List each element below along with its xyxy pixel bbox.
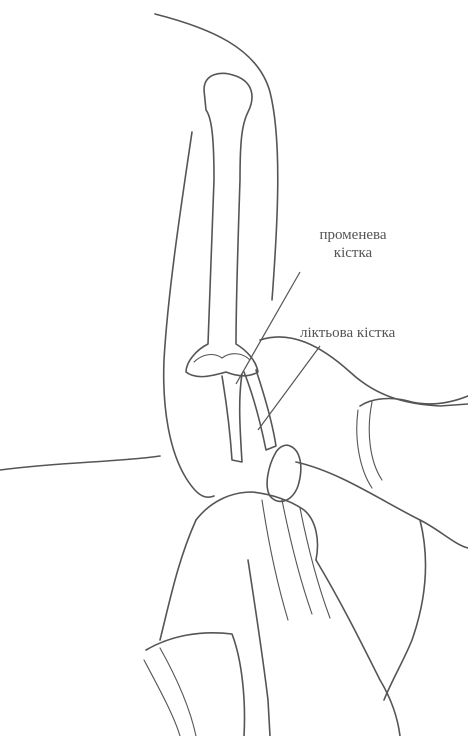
examiner-left-hand bbox=[196, 492, 318, 560]
radius-bone bbox=[222, 374, 242, 462]
radius-leader-line bbox=[236, 272, 300, 384]
upper-arm-outline bbox=[164, 132, 214, 497]
humerus-bone bbox=[186, 73, 258, 376]
torso-outline bbox=[0, 456, 160, 470]
radius-label-line1: променева bbox=[298, 226, 408, 244]
examiner-thumb bbox=[267, 445, 301, 501]
forearm-lower-outline bbox=[296, 462, 468, 548]
forearm-outline bbox=[260, 337, 468, 406]
examiner-hand-back bbox=[316, 560, 400, 736]
humerus-condyle-detail bbox=[194, 354, 250, 362]
examiner-palm bbox=[248, 560, 270, 736]
examiner-right-sleeve-lower bbox=[384, 520, 426, 700]
examiner-fingers bbox=[262, 500, 330, 620]
examiner-left-sleeve-cuff bbox=[144, 648, 196, 736]
examiner-left-wrist bbox=[160, 520, 196, 640]
ulna-leader-line bbox=[258, 346, 320, 430]
radius-label-line2: кістка bbox=[298, 244, 408, 262]
examiner-cuff-right bbox=[357, 402, 382, 488]
radius-label: променева кістка bbox=[298, 226, 408, 262]
ulna-bone bbox=[244, 370, 276, 450]
ulna-label: ліктьова кістка bbox=[300, 324, 460, 342]
